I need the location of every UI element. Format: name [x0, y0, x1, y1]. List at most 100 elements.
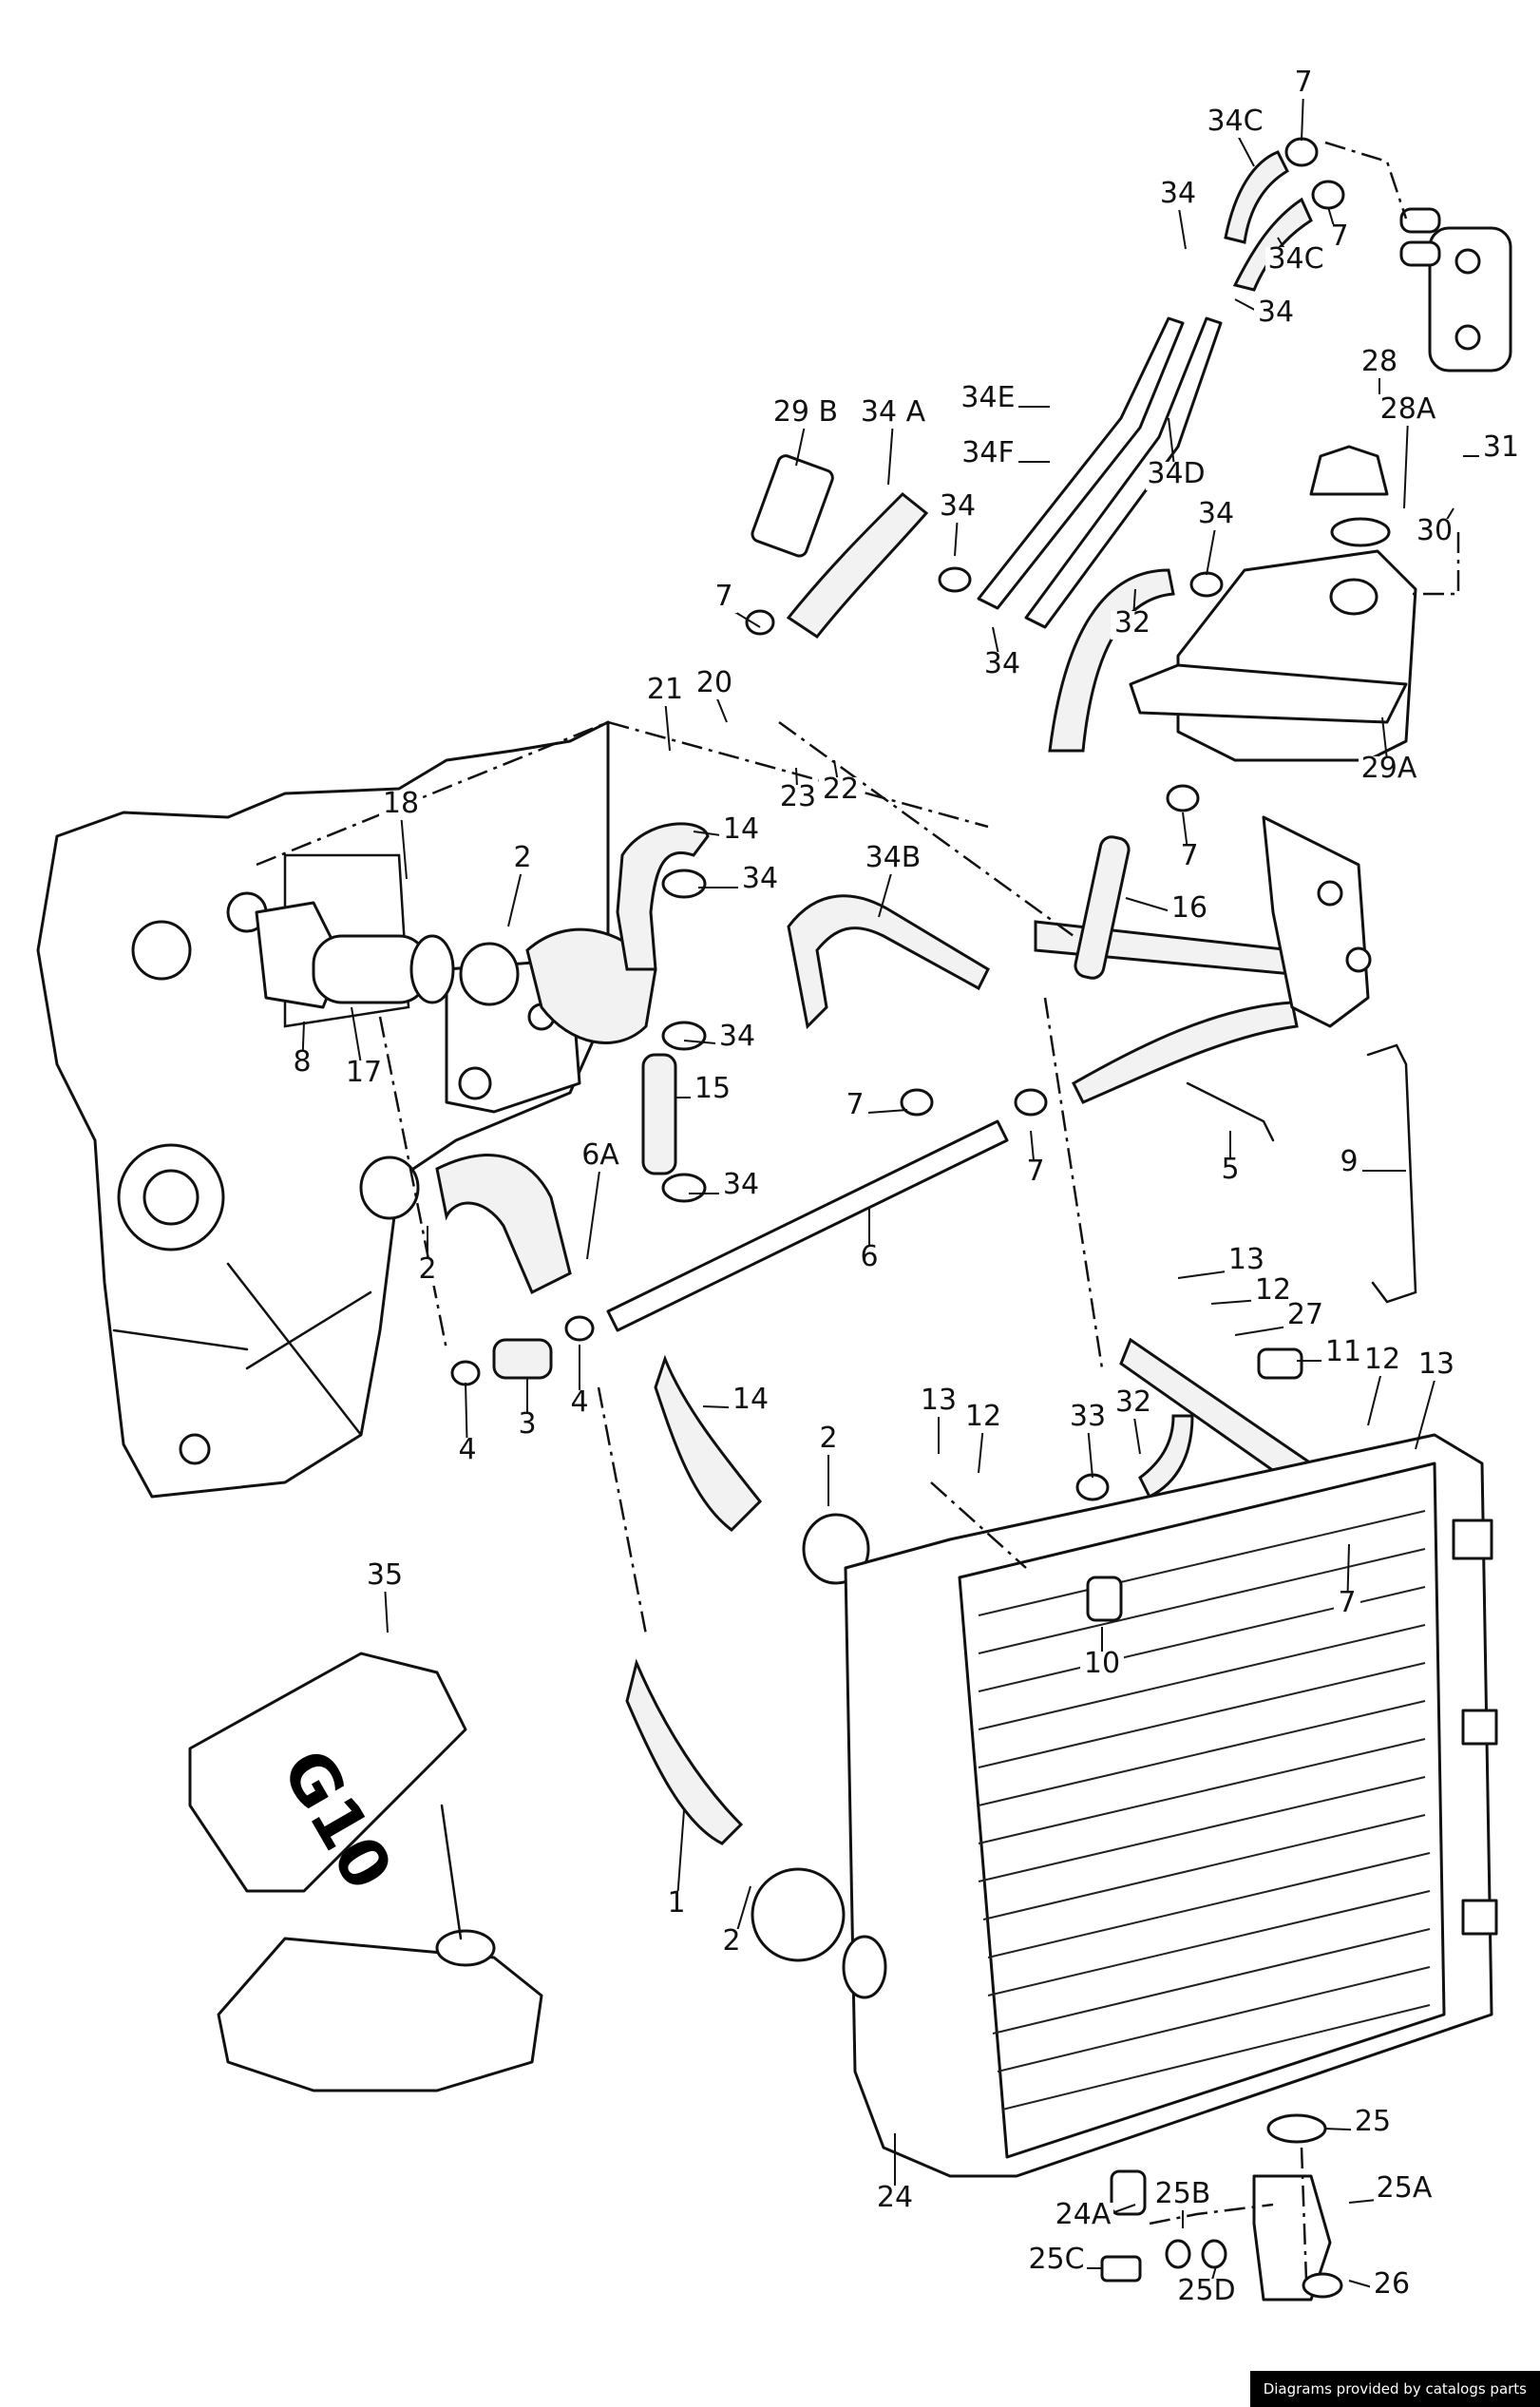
callout-label: 12 [1255, 1273, 1291, 1307]
callout-label: 25D [1177, 2274, 1235, 2307]
callout-label-bg [1479, 435, 1523, 464]
callout-label-bg [719, 817, 763, 846]
callout-label-bg [1026, 2247, 1087, 2276]
callout-label: 25C [1028, 2243, 1084, 2276]
callout-label-bg [693, 671, 736, 699]
callout-label: 32 [1114, 606, 1150, 640]
credit-banner: Diagrams provided by catalogs parts [1249, 2371, 1540, 2407]
callout-label-bg [1217, 1157, 1244, 1186]
callout-label: 7 [1026, 1155, 1044, 1188]
callout-label: 34 [723, 1168, 759, 1201]
callout-label-bg [566, 1390, 593, 1419]
callout-label: 13 [1228, 1243, 1264, 1276]
callout-label-bg [1205, 109, 1265, 138]
callout-label: 18 [383, 787, 419, 820]
callout-label-bg [454, 1438, 481, 1466]
callout-label: 6 [860, 1240, 878, 1273]
callout-label-bg [729, 1387, 772, 1416]
callout-label-bg [1156, 181, 1200, 210]
coolant-hoses [435, 150, 1314, 1845]
callout-label: 31 [1483, 430, 1519, 464]
callout-label: 34 [719, 1020, 755, 1053]
callout-label-bg [1022, 1159, 1049, 1188]
callout-label-bg [738, 867, 782, 895]
callout-leader [1301, 90, 1304, 142]
callout-label-bg [1254, 300, 1298, 329]
callout-label-bg [1413, 519, 1456, 547]
callout-label-bg [1358, 350, 1401, 378]
callout-label-bg [514, 1412, 541, 1441]
callout-label: 7 [1338, 1586, 1356, 1619]
callout-label-bg [643, 678, 687, 706]
callout-label-bg [1351, 2110, 1395, 2138]
callout-label: 14 [732, 1383, 769, 1416]
callout-label: 29A [1361, 752, 1417, 785]
callout-label-bg [1225, 1248, 1268, 1276]
callout-label-bg [1112, 1390, 1155, 1419]
callout-label: 15 [694, 1072, 731, 1105]
callout-label: 24 [877, 2181, 913, 2214]
engine-block [36, 720, 610, 1499]
callout-label: 33 [1070, 1400, 1106, 1433]
callout-leader [1415, 1372, 1437, 1450]
callout-label: 13 [921, 1384, 957, 1417]
callout-label: 34E [960, 381, 1015, 414]
callout-label: 34C [1207, 105, 1263, 138]
callout-label-bg [1415, 1352, 1458, 1381]
callout-label-bg [958, 386, 1018, 414]
callout-label: 25B [1155, 2177, 1211, 2210]
callout-leader [664, 697, 671, 752]
callout-leader [507, 866, 523, 927]
assembly-lines [256, 141, 1460, 2282]
callout-label: 34 [1198, 497, 1234, 530]
callout-label: 34 [984, 647, 1020, 680]
callout-label: 14 [723, 812, 759, 846]
callout-label: 10 [1084, 1647, 1120, 1680]
callout-label-bg [342, 1060, 386, 1089]
callout-label-bg [1168, 896, 1211, 925]
callout-label: 23 [780, 780, 816, 813]
callout-label-bg [1359, 756, 1419, 785]
reservoir-fill [217, 1804, 543, 2092]
callout-label: 11 [1325, 1335, 1361, 1368]
callout-label-bg [863, 846, 923, 874]
callout-label: 25A [1377, 2171, 1433, 2205]
callout-label-bg [1066, 1404, 1110, 1433]
expansion-tank [1129, 445, 1417, 762]
callout-label-bg [767, 400, 845, 429]
callout-label-bg [363, 1563, 407, 1592]
callout-label-bg [1176, 2279, 1237, 2307]
callout-label-bg [1176, 844, 1203, 872]
callout-label: 7 [714, 580, 732, 613]
callout-label-bg [509, 846, 536, 874]
callout-leader [878, 866, 894, 918]
coolant-pipes [606, 316, 1223, 1332]
heater-valve [1262, 815, 1372, 1028]
callout-label-bg [1283, 1303, 1327, 1331]
callout-leader [887, 420, 894, 486]
radiator [842, 1433, 1498, 2178]
callout-label-bg [1053, 2203, 1113, 2231]
callout-label: 2 [513, 841, 531, 874]
thermostat-housing [255, 901, 455, 1009]
callout-label: 22 [823, 773, 859, 806]
callout-label: 12 [1364, 1343, 1400, 1376]
callout-label-bg [719, 1173, 763, 1201]
callout-label-bg [1378, 397, 1438, 426]
callout-label-bg [815, 1426, 842, 1455]
callout-label-bg [1326, 224, 1353, 253]
callout-label: 34 [1160, 177, 1196, 210]
callout-label: 5 [1221, 1153, 1239, 1186]
callout-label: 2 [819, 1422, 837, 1455]
callout-label-bg [711, 584, 737, 613]
callout-label: 30 [1416, 514, 1453, 547]
callout-leader [1367, 1367, 1383, 1426]
callout-label-bg [819, 777, 863, 806]
callout-label-bg [1360, 1347, 1404, 1376]
callout-label-bg [414, 1257, 441, 1286]
callout-label: 32 [1115, 1385, 1151, 1419]
callout-label-bg [873, 2186, 917, 2214]
callout-label: 34 [1258, 296, 1294, 329]
callout-label-bg [1251, 1278, 1295, 1307]
